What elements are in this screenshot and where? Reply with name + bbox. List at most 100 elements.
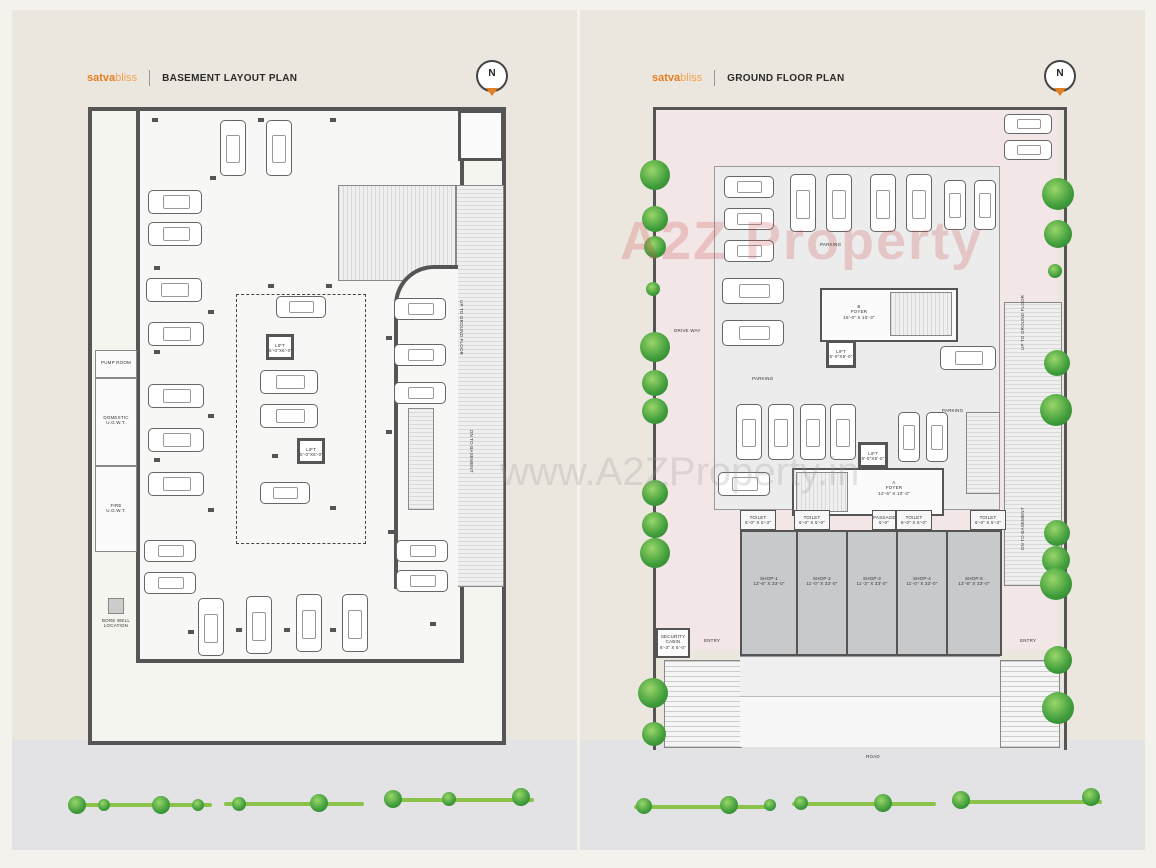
shop-label: SHOP-2 11'-0" X 33'-0": [806, 576, 838, 587]
drive-way-label: DRIVE WAY: [674, 328, 701, 333]
parking-car: [1004, 140, 1052, 160]
tree-icon: [232, 797, 246, 811]
pump-room: PUMP ROOM: [95, 350, 137, 378]
column: [272, 454, 278, 458]
shop-3: SHOP-3 11'-3" X 33'-0": [846, 530, 898, 656]
road-band: [12, 740, 577, 850]
shop-2: SHOP-2 11'-0" X 33'-0": [796, 530, 848, 656]
parking-car: [342, 594, 368, 652]
header-divider: [149, 70, 151, 86]
tree-icon: [1044, 220, 1072, 248]
plan-title: GROUND FLOOR PLAN: [727, 72, 845, 84]
tree-icon: [642, 206, 668, 232]
front-setback: [740, 696, 1000, 747]
parking-car: [144, 540, 196, 562]
parking-car: [830, 404, 856, 460]
parking-car: [974, 180, 996, 230]
column: [386, 336, 392, 340]
tree-icon: [384, 790, 402, 808]
parking-car: [246, 596, 272, 654]
front-walkway: [740, 656, 1000, 697]
tree-icon: [68, 796, 86, 814]
parking-car: [790, 174, 816, 232]
entry-left-label: ENTRY: [704, 638, 721, 643]
tree-icon: [512, 788, 530, 806]
column: [268, 284, 274, 288]
tree-icon: [442, 792, 456, 806]
tree-icon: [642, 480, 668, 506]
ramp-right: [456, 185, 504, 587]
column: [154, 350, 160, 354]
tree-icon: [1044, 520, 1070, 546]
foyer-b: B FOYER 16'-0" X 10'-3": [820, 288, 958, 342]
parking-right-label: PARKING: [942, 408, 964, 413]
column: [152, 118, 158, 122]
lift-2: LIFT 5'-0"X6'-0": [297, 438, 325, 464]
parking-car: [220, 120, 246, 176]
column: [388, 530, 394, 534]
parking-car: [1004, 114, 1052, 134]
tree-icon: [642, 398, 668, 424]
column: [330, 118, 336, 122]
parking-car: [266, 120, 292, 176]
shrub-strip: [952, 800, 1102, 804]
bore-well-label: BORE WELL LOCATION: [101, 618, 131, 629]
column: [326, 284, 332, 288]
toilet-label: TOILET 6'-0" X 5'-3": [974, 515, 1002, 526]
parking-car: [260, 370, 318, 394]
parking-car: [898, 412, 920, 462]
basement-header: satvabliss BASEMENT LAYOUT PLAN: [87, 70, 297, 86]
tree-icon: [720, 796, 738, 814]
lift-b: LIFT 5'-0"X6'-0": [826, 340, 856, 368]
column: [258, 118, 264, 122]
stair-ramp: [408, 408, 434, 510]
shop-4: SHOP-4 11'-0" X 33'-0": [896, 530, 948, 656]
parking-car: [870, 174, 896, 232]
parking-car: [396, 570, 448, 592]
shop-1: SHOP-1 12'-6" X 33'-0": [740, 530, 798, 656]
tree-icon: [644, 236, 666, 258]
parking-car: [394, 298, 446, 320]
parking-car: [926, 412, 948, 462]
lift-a-label: LIFT 5'-0"X6'-0": [861, 451, 885, 462]
parking-car: [722, 320, 784, 346]
foyer-a-label: A FOYER 12'-6" X 10'-3": [878, 480, 910, 496]
parking-car: [146, 278, 202, 302]
tree-icon: [642, 370, 668, 396]
domestic-ugwt-label: DOMESTIC U.G.W.T.: [103, 415, 129, 426]
tree-icon: [640, 160, 670, 190]
foyer-a: A FOYER 12'-6" X 10'-3": [792, 468, 944, 516]
parking-mid-label: PARKING: [752, 376, 774, 381]
stair-ramp: [966, 412, 1000, 494]
parking-car: [800, 404, 826, 460]
fire-ugwt-label: FIRE U.G.W.T.: [106, 503, 126, 514]
north-label: N: [488, 68, 496, 79]
bore-well-icon: [108, 598, 124, 614]
toilet-label: TOILET 6'-0" X 5'-0": [798, 515, 826, 526]
parking-car: [944, 180, 966, 230]
toilet-label: TOILET 6'-0" X 5'-0": [900, 515, 928, 526]
north-arrow-icon: N: [476, 60, 508, 96]
staircase: [890, 292, 952, 336]
tree-icon: [794, 796, 808, 810]
road-band: [580, 740, 1145, 850]
parking-top-label: PARKING: [820, 242, 842, 247]
tree-icon: [1048, 264, 1062, 278]
column: [208, 414, 214, 418]
security-cabin-label: SECURITY CABIN 6'-3" X 6'-0": [659, 634, 687, 650]
column: [154, 266, 160, 270]
brand-logo: satvabliss: [652, 72, 702, 84]
entry-ramp-left: [664, 660, 742, 748]
security-cabin: SECURITY CABIN 6'-3" X 6'-0": [656, 628, 690, 658]
tree-icon: [310, 794, 328, 812]
parking-car: [148, 322, 204, 346]
tree-icon: [1082, 788, 1100, 806]
entry-right-label: ENTRY: [1020, 638, 1037, 643]
tree-icon: [640, 332, 670, 362]
parking-car: [148, 384, 204, 408]
shrub-strip: [72, 803, 212, 807]
parking-car: [148, 190, 202, 214]
tree-icon: [642, 722, 666, 746]
tree-icon: [642, 512, 668, 538]
parking-car: [198, 598, 224, 656]
